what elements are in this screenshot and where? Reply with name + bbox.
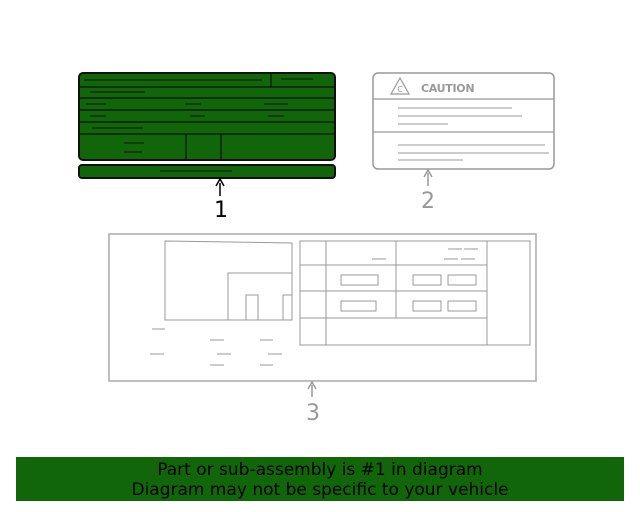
part-1-label-text-lines: [84, 78, 313, 153]
info-banner: Part or sub-assembly is #1 in diagram Di…: [16, 457, 624, 501]
part-1-label-rules: [79, 73, 335, 160]
callout-1[interactable]: 1: [214, 177, 228, 223]
part-3-table: [299, 240, 531, 346]
callout-2[interactable]: 2: [421, 168, 435, 214]
part-1-label-body: [78, 72, 336, 161]
part-2-text-lines: [398, 107, 549, 161]
callout-1-number: 1: [214, 198, 228, 223]
callout-1-arrowhead: [215, 177, 225, 187]
caution-heading: CAUTION: [421, 82, 474, 95]
part-3-left-text-lines: [150, 328, 282, 366]
part-3-info-label[interactable]: [108, 233, 537, 382]
part-1-label[interactable]: [78, 72, 336, 179]
part-2-caution-label[interactable]: C CAUTION: [372, 72, 555, 170]
svg-text:C: C: [397, 85, 403, 94]
part-3-illustration: [164, 240, 293, 321]
banner-line-2: Diagram may not be specific to your vehi…: [131, 480, 509, 500]
callout-2-arrowhead: [423, 168, 433, 178]
warning-triangle-icon: C: [389, 76, 411, 95]
callout-2-number: 2: [421, 189, 435, 214]
callout-3-number: 3: [306, 401, 320, 426]
part-3-label-body: [108, 233, 537, 382]
callout-3-arrowhead: [307, 380, 317, 390]
banner-line-1: Part or sub-assembly is #1 in diagram: [157, 460, 483, 480]
callout-3[interactable]: 3: [306, 380, 320, 426]
